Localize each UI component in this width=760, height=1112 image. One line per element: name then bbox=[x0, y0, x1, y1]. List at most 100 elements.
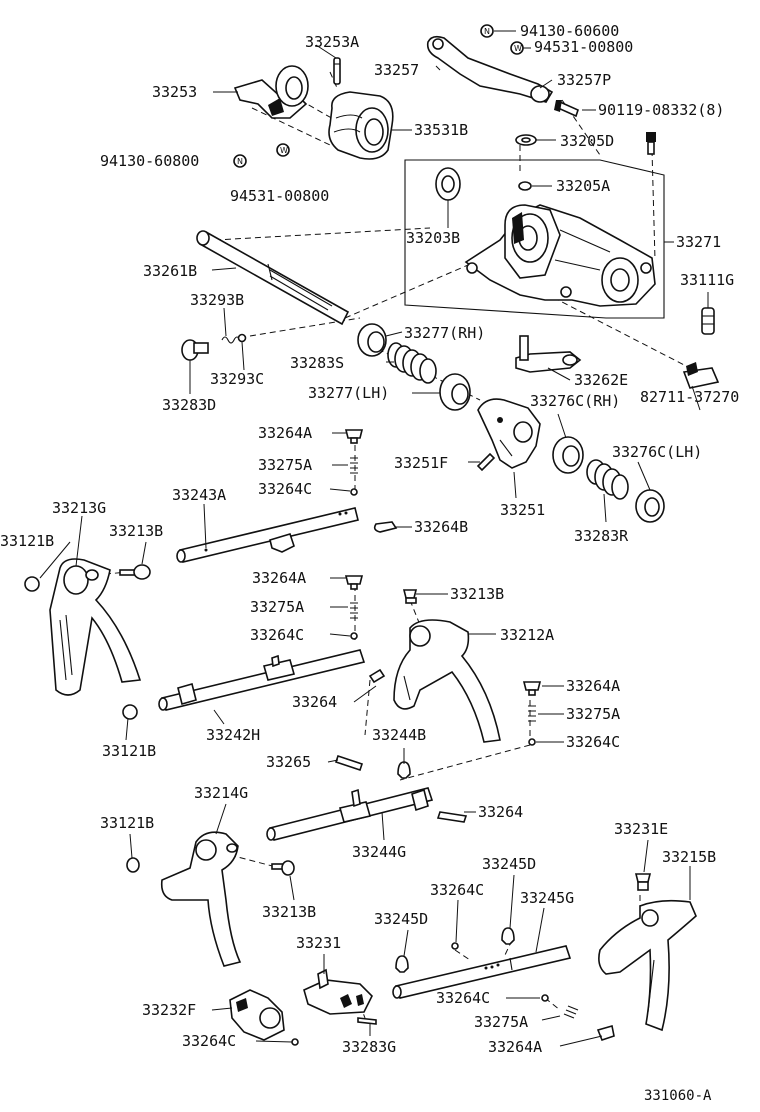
part-33283D-plug bbox=[181, 339, 209, 361]
part-33293B-spring bbox=[221, 336, 241, 344]
part-33214G-fork bbox=[160, 831, 242, 967]
label-33275A-3: 33275A bbox=[566, 705, 620, 723]
label-90119-08332: 90119-08332(8) bbox=[598, 101, 724, 119]
label-33214G: 33214G bbox=[194, 784, 248, 802]
part-33264-pin-2 bbox=[436, 811, 468, 823]
label-33245G: 33245G bbox=[520, 889, 574, 907]
label-33264-1: 33264 bbox=[292, 693, 337, 711]
label-33213B-2: 33213B bbox=[450, 585, 504, 603]
label-33264C-4: 33264C bbox=[430, 881, 484, 899]
part-33111G-switch bbox=[701, 307, 715, 335]
label-94531-00800-top: 94531-00800 bbox=[534, 38, 633, 56]
label-33111G: 33111G bbox=[680, 271, 734, 289]
label-33275A-1: 33275A bbox=[258, 456, 312, 474]
label-33271: 33271 bbox=[676, 233, 721, 251]
part-33265-pin bbox=[334, 754, 364, 772]
label-33231: 33231 bbox=[296, 934, 341, 952]
label-33275A-4: 33275A bbox=[474, 1013, 528, 1031]
label-33264C-3: 33264C bbox=[566, 733, 620, 751]
svg-text:W: W bbox=[280, 146, 288, 155]
label-33257: 33257 bbox=[374, 61, 419, 79]
part-33283R-spring bbox=[586, 459, 629, 500]
label-33245D-1: 33245D bbox=[482, 855, 536, 873]
label-33275A-2: 33275A bbox=[250, 598, 304, 616]
part-33277LH-seat bbox=[439, 373, 471, 411]
washer-w-top: W bbox=[510, 41, 524, 55]
part-33245G-rail bbox=[392, 945, 572, 999]
label-94130-60800: 94130-60800 bbox=[100, 152, 199, 170]
label-33251F: 33251F bbox=[394, 454, 448, 472]
label-33213G: 33213G bbox=[52, 499, 106, 517]
label-33253: 33253 bbox=[152, 83, 197, 101]
label-33264-2: 33264 bbox=[478, 803, 523, 821]
part-33244B-clip bbox=[397, 761, 411, 779]
label-33121B-3: 33121B bbox=[100, 814, 154, 832]
subassembly-outline bbox=[404, 159, 665, 319]
part-33257-lever bbox=[426, 35, 554, 103]
part-90119-bolt bbox=[646, 132, 656, 155]
detent-set-2 bbox=[344, 575, 364, 640]
label-33264A-2: 33264A bbox=[252, 569, 306, 587]
part-33264C-ball-mid bbox=[451, 942, 459, 950]
part-33243A-rail bbox=[176, 507, 359, 563]
label-94130-60600: 94130-60600 bbox=[520, 22, 619, 40]
part-33271-housing bbox=[464, 204, 656, 307]
label-33251: 33251 bbox=[500, 501, 545, 519]
label-33212A: 33212A bbox=[500, 626, 554, 644]
part-33231-block bbox=[303, 968, 373, 1015]
label-33531B: 33531B bbox=[414, 121, 468, 139]
part-33242H-rail bbox=[158, 649, 366, 711]
part-33264C-ball-6 bbox=[541, 994, 549, 1002]
part-labels: 33253A 94130-60600 94531-00800 33257 332… bbox=[0, 22, 739, 1056]
label-33242H: 33242H bbox=[206, 726, 260, 744]
part-33264A-plug-4 bbox=[596, 1024, 615, 1041]
label-33213B-3: 33213B bbox=[262, 903, 316, 921]
svg-text:N: N bbox=[484, 27, 490, 36]
label-33264A-1: 33264A bbox=[258, 424, 312, 442]
label-33264C-2: 33264C bbox=[250, 626, 304, 644]
part-33213G-fork bbox=[49, 558, 142, 696]
part-33276CLH-seat bbox=[635, 489, 665, 523]
part-33251-shift-head bbox=[477, 398, 541, 469]
label-33283G: 33283G bbox=[342, 1038, 396, 1056]
label-33244G: 33244G bbox=[352, 843, 406, 861]
label-33243A: 33243A bbox=[172, 486, 226, 504]
part-33245D-clip-2 bbox=[395, 955, 409, 973]
label-33264A-4: 33264A bbox=[488, 1038, 542, 1056]
part-33212A-fork bbox=[393, 619, 501, 743]
washer-n-top: N bbox=[480, 24, 494, 38]
part-33283G-pin bbox=[357, 1017, 377, 1025]
part-33245D-clip-1 bbox=[501, 927, 515, 945]
svg-text:N: N bbox=[237, 157, 243, 166]
label-33264C-6: 33264C bbox=[436, 989, 490, 1007]
label-33262E: 33262E bbox=[574, 371, 628, 389]
label-33245D-2: 33245D bbox=[374, 910, 428, 928]
label-33264C-1: 33264C bbox=[258, 480, 312, 498]
label-33261B: 33261B bbox=[143, 262, 197, 280]
part-33257P-bolt bbox=[554, 100, 579, 118]
label-33253A: 33253A bbox=[305, 33, 359, 51]
part-33251F-pin bbox=[476, 452, 496, 472]
part-33244G-rail bbox=[266, 787, 434, 841]
part-33253-bracket bbox=[233, 65, 309, 119]
leader-lines bbox=[39, 30, 709, 1047]
label-33231E: 33231E bbox=[614, 820, 668, 838]
label-33277RH: 33277(RH) bbox=[404, 324, 485, 342]
label-33277LH: 33277(LH) bbox=[308, 384, 389, 402]
svg-text:W: W bbox=[514, 44, 522, 53]
label-33203B: 33203B bbox=[406, 229, 460, 247]
part-33275A-spring-4 bbox=[563, 1005, 579, 1019]
part-33262E-lever bbox=[515, 335, 582, 373]
label-33283S: 33283S bbox=[290, 354, 344, 372]
part-33264B-pin bbox=[373, 521, 398, 533]
figure-reference: 331060-A bbox=[644, 1088, 712, 1104]
part-33213B-bolt-2 bbox=[402, 589, 418, 604]
part-33283S-spring bbox=[387, 342, 437, 384]
label-33205D: 33205D bbox=[560, 132, 614, 150]
part-33531B-boot bbox=[328, 91, 394, 160]
label-33276C-LH: 33276C(LH) bbox=[612, 443, 702, 461]
washer-w-left: W bbox=[276, 143, 290, 157]
part-33277RH-seat bbox=[357, 323, 387, 357]
label-33213B-1: 33213B bbox=[109, 522, 163, 540]
